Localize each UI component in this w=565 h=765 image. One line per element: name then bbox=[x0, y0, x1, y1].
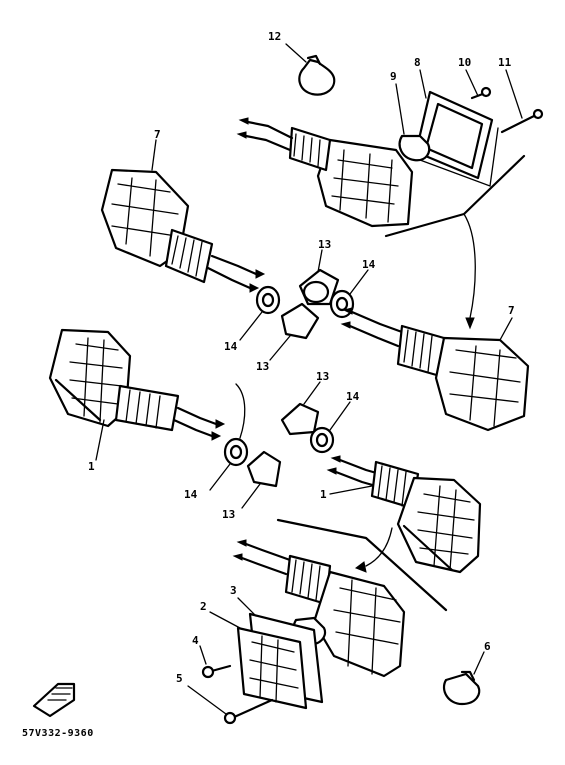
rear-flasher-top-assembly bbox=[236, 86, 544, 330]
callout-13-upper: 13 bbox=[318, 238, 331, 251]
callout-14-upper-left: 14 bbox=[224, 340, 238, 353]
callout-12-top: 12 bbox=[268, 30, 281, 43]
callout-1-right: 1 bbox=[320, 488, 327, 501]
callout-13-mid: 13 bbox=[256, 360, 269, 373]
callout-9-top: 9 bbox=[390, 70, 397, 83]
callout-leaders-top bbox=[395, 69, 523, 135]
rear-flasher-1-left bbox=[48, 328, 226, 461]
front-direction-arrow bbox=[32, 682, 76, 718]
callout-14-upper-right: 14 bbox=[362, 258, 376, 271]
callout-3: 3 bbox=[230, 584, 237, 597]
bulb-12-top bbox=[285, 43, 336, 96]
callout-labels: 12 8 9 10 11 7 7 13 14 14 13 1 13 14 1 1… bbox=[88, 30, 515, 685]
callout-10: 10 bbox=[458, 56, 471, 69]
callout-14-lower-right: 14 bbox=[346, 390, 360, 403]
callout-7-right: 7 bbox=[508, 304, 515, 317]
callout-4: 4 bbox=[192, 634, 199, 647]
rear-flasher-1-right bbox=[326, 455, 482, 574]
front-flasher-7-right bbox=[340, 307, 530, 432]
callout-7-left: 7 bbox=[154, 128, 161, 141]
callout-1-left: 1 bbox=[88, 460, 95, 473]
diagram-code: 57V332-9360 bbox=[22, 728, 94, 739]
callout-13-lower-right: 13 bbox=[316, 370, 329, 383]
rear-flasher-bottom-assembly bbox=[201, 518, 448, 725]
callout-6: 6 bbox=[484, 640, 491, 653]
washer-nut-set-lower bbox=[209, 381, 351, 509]
callout-5: 5 bbox=[176, 672, 183, 685]
callout-13-lower-left: 13 bbox=[222, 508, 235, 521]
callout-11: 11 bbox=[498, 56, 512, 69]
callout-14-lower-left: 14 bbox=[184, 488, 198, 501]
bulb-6-bottom bbox=[442, 670, 481, 706]
washer-nut-set-upper bbox=[239, 249, 369, 361]
callout-8: 8 bbox=[414, 56, 421, 69]
front-flasher-7-left bbox=[100, 139, 266, 293]
callout-leaders-bottom bbox=[187, 597, 485, 715]
callout-2: 2 bbox=[200, 600, 207, 613]
